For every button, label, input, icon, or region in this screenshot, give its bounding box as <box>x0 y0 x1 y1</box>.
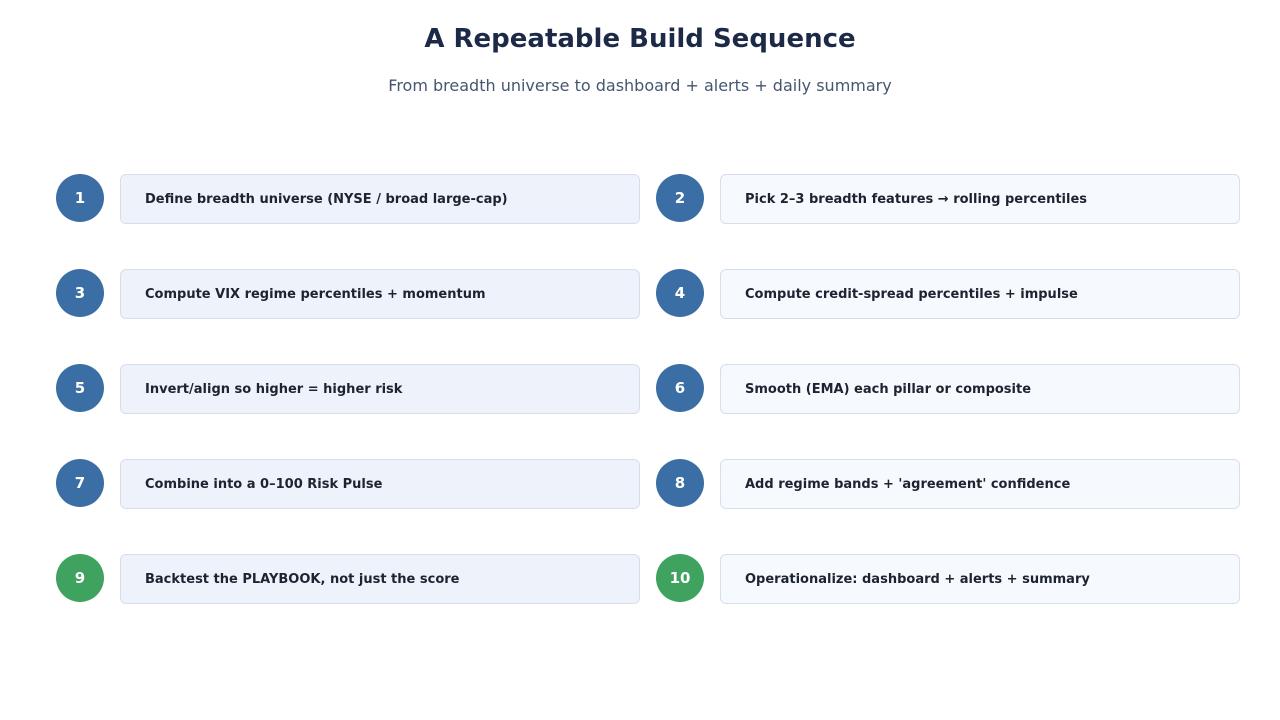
step-number-badge: 7 <box>56 459 104 507</box>
step-label: Operationalize: dashboard + alerts + sum… <box>745 571 1090 587</box>
step-label: Define breadth universe (NYSE / broad la… <box>145 191 508 207</box>
step-number-badge: 4 <box>656 269 704 317</box>
step-box: Compute VIX regime percentiles + momentu… <box>120 269 640 319</box>
step-3: 3 Compute VIX regime percentiles + momen… <box>56 269 656 321</box>
step-6: 6 Smooth (EMA) each pillar or composite <box>656 364 1256 416</box>
step-box: Operationalize: dashboard + alerts + sum… <box>720 554 1240 604</box>
step-box: Add regime bands + 'agreement' confidenc… <box>720 459 1240 509</box>
step-label: Smooth (EMA) each pillar or composite <box>745 381 1032 397</box>
step-label: Invert/align so higher = higher risk <box>145 381 403 397</box>
step-7: 7 Combine into a 0–100 Risk Pulse <box>56 459 656 511</box>
step-box: Smooth (EMA) each pillar or composite <box>720 364 1240 414</box>
step-number-badge: 10 <box>656 554 704 602</box>
step-label: Add regime bands + 'agreement' confidenc… <box>745 476 1071 492</box>
step-label: Pick 2–3 breadth features → rolling perc… <box>745 191 1087 207</box>
step-box: Compute credit-spread percentiles + impu… <box>720 269 1240 319</box>
step-label: Combine into a 0–100 Risk Pulse <box>145 476 383 492</box>
page-subtitle: From breadth universe to dashboard + ale… <box>388 76 892 95</box>
step-number-badge: 5 <box>56 364 104 412</box>
step-box: Define breadth universe (NYSE / broad la… <box>120 174 640 224</box>
step-2: 2 Pick 2–3 breadth features → rolling pe… <box>656 174 1256 226</box>
step-label: Compute credit-spread percentiles + impu… <box>745 286 1078 302</box>
step-1: 1 Define breadth universe (NYSE / broad … <box>56 174 656 226</box>
step-8: 8 Add regime bands + 'agreement' confide… <box>656 459 1256 511</box>
step-5: 5 Invert/align so higher = higher risk <box>56 364 656 416</box>
step-9: 9 Backtest the PLAYBOOK, not just the sc… <box>56 554 656 606</box>
step-number-badge: 3 <box>56 269 104 317</box>
step-box: Invert/align so higher = higher risk <box>120 364 640 414</box>
step-number-badge: 1 <box>56 174 104 222</box>
step-number-badge: 6 <box>656 364 704 412</box>
step-box: Backtest the PLAYBOOK, not just the scor… <box>120 554 640 604</box>
step-box: Pick 2–3 breadth features → rolling perc… <box>720 174 1240 224</box>
step-4: 4 Compute credit-spread percentiles + im… <box>656 269 1256 321</box>
step-10: 10 Operationalize: dashboard + alerts + … <box>656 554 1256 606</box>
step-label: Compute VIX regime percentiles + momentu… <box>145 286 486 302</box>
step-number-badge: 2 <box>656 174 704 222</box>
page-title: A Repeatable Build Sequence <box>424 24 856 54</box>
step-label: Backtest the PLAYBOOK, not just the scor… <box>145 571 460 587</box>
step-number-badge: 9 <box>56 554 104 602</box>
step-box: Combine into a 0–100 Risk Pulse <box>120 459 640 509</box>
step-number-badge: 8 <box>656 459 704 507</box>
